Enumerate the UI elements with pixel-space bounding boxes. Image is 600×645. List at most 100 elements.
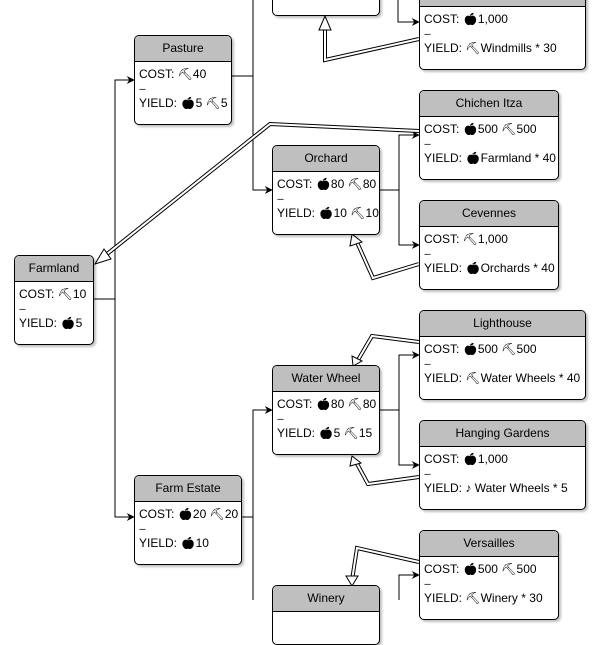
yield-line: YIELD: 🍎︎5: [19, 315, 83, 330]
yield-line: YIELD: 🍎︎5 ⛏5: [139, 95, 228, 110]
boost-lighthouse-waterwheel: [351, 333, 420, 367]
node-title: Orchard: [273, 146, 379, 172]
node-top-partial[interactable]: [272, 0, 380, 16]
separator: ---: [424, 578, 431, 589]
food-apple-icon: 🍎︎: [315, 397, 331, 411]
hammer-icon: ⛏: [343, 425, 359, 440]
boost-windmill-top: [318, 14, 420, 63]
separator: ---: [19, 303, 26, 314]
food-apple-icon: 🍎︎: [465, 150, 481, 165]
node-farm-estate[interactable]: Farm Estate COST: 🍎︎20 ⛏20 --- YIELD: 🍎︎…: [134, 475, 242, 565]
music-note-icon: ♪: [465, 480, 472, 495]
yield-line: YIELD: ⛏Winery * 30: [424, 590, 543, 605]
node-body: COST: 🍎︎500 ⛏500 --- YIELD: ⛏Water Wheel…: [420, 337, 585, 390]
cost-line: COST: 🍎︎500 ⛏500: [424, 342, 537, 356]
edge-orchard-cevennes: [398, 190, 420, 249]
node-cevennes[interactable]: Cevennes COST: ⛏1,000 --- YIELD: 🍎︎Orcha…: [419, 200, 559, 290]
node-title: Chichen Itza: [420, 91, 558, 117]
hammer-icon: ⛏: [465, 370, 481, 385]
separator: ---: [424, 28, 431, 39]
hammer-icon: ⛏: [501, 342, 517, 356]
node-winery[interactable]: Winery: [272, 585, 380, 645]
separator: ---: [277, 193, 284, 204]
cost-line: COST: ⛏1,000: [424, 232, 508, 246]
separator: ---: [139, 83, 146, 94]
edge-pasture-top: [232, 0, 254, 77]
cost-line: COST: 🍎︎500 ⛏500: [424, 122, 537, 136]
boost-versailles-winery: [345, 545, 420, 587]
node-versailles[interactable]: Versailles COST: 🍎︎500 ⛏500 --- YIELD: ⛏…: [419, 530, 559, 620]
boost-edges: [93, 14, 420, 587]
node-lighthouse[interactable]: Lighthouse COST: 🍎︎500 ⛏500 --- YIELD: ⛏…: [419, 310, 586, 400]
cost-line: COST: 🍎︎20 ⛏20: [139, 507, 239, 521]
food-apple-icon: 🍎︎: [180, 95, 196, 110]
node-windmill-wonder[interactable]: COST: 🍎︎1,000 --- YIELD: ⛏Windmills * 30: [419, 0, 586, 70]
cost-line: COST: 🍎︎80 ⛏80: [277, 397, 377, 411]
edge-waterwheel-lighthouse: [380, 351, 420, 411]
yield-line: YIELD: ⛏Water Wheels * 40: [424, 370, 581, 385]
cost-line: COST: ⛏40: [139, 67, 207, 81]
yield-line: YIELD: 🍎︎10: [139, 535, 209, 550]
node-body: COST: ⛏40 --- YIELD: 🍎︎5 ⛏5: [135, 62, 231, 115]
separator: ---: [139, 523, 146, 534]
node-body: COST: 🍎︎1,000 --- YIELD: ♪ Water Wheels …: [420, 447, 585, 500]
node-title: Pasture: [135, 36, 231, 62]
hammer-icon: ⛏: [350, 205, 366, 220]
node-water-wheel[interactable]: Water Wheel COST: 🍎︎80 ⛏80 --- YIELD: 🍎︎…: [272, 365, 380, 455]
node-body: COST: ⛏10 --- YIELD: 🍎︎5: [15, 282, 93, 335]
hammer-icon: ⛏: [465, 40, 481, 55]
edge-orchard-chichen: [380, 131, 420, 191]
edge-pasture-orchard: [252, 76, 273, 194]
connection-layer: [93, 0, 420, 600]
node-hanging-gardens[interactable]: Hanging Gardens COST: 🍎︎1,000 --- YIELD:…: [419, 420, 586, 510]
boost-chichen-farmland: [93, 121, 420, 265]
food-apple-icon: 🍎︎: [462, 12, 478, 26]
node-farmland[interactable]: Farmland COST: ⛏10 --- YIELD: 🍎︎5: [14, 255, 94, 345]
node-title: Winery: [273, 586, 379, 612]
hammer-icon: ⛏: [347, 177, 363, 191]
cost-line: COST: 🍎︎80 ⛏80: [277, 177, 377, 191]
separator: ---: [277, 413, 284, 424]
node-title: Lighthouse: [420, 311, 585, 337]
edge-farmland-pasture: [94, 76, 135, 300]
food-apple-icon: 🍎︎: [462, 342, 478, 356]
yield-line: YIELD: ⛏Windmills * 30: [424, 40, 557, 55]
food-apple-icon: 🍎︎: [462, 562, 478, 576]
cost-line: COST: 🍎︎1,000: [424, 452, 508, 466]
food-apple-icon: 🍎︎: [180, 535, 196, 550]
node-chichen-itza[interactable]: Chichen Itza COST: 🍎︎500 ⛏500 --- YIELD:…: [419, 90, 559, 180]
food-apple-icon: 🍎︎: [315, 177, 331, 191]
node-title: Hanging Gardens: [420, 421, 585, 447]
tree-edges: [94, 0, 420, 600]
edge-waterwheel-hanging: [398, 410, 420, 469]
edge-farmestate-waterwheel: [242, 406, 273, 518]
node-body: COST: ⛏1,000 --- YIELD: 🍎︎Orchards * 40: [420, 227, 558, 280]
boost-hanging-waterwheel: [349, 455, 420, 487]
node-body: COST: 🍎︎20 ⛏20 --- YIELD: 🍎︎10: [135, 502, 241, 555]
edge-farmland-farmestate: [114, 299, 135, 521]
separator: ---: [424, 248, 431, 259]
separator: ---: [424, 358, 431, 369]
cost-line: COST: ⛏10: [19, 287, 87, 301]
node-body: COST: 🍎︎500 ⛏500 --- YIELD: ⛏Winery * 30: [420, 557, 558, 610]
separator: ---: [424, 468, 431, 479]
hammer-icon: ⛏: [501, 562, 517, 576]
node-title: Farmland: [15, 256, 93, 282]
edge-top-windmill: [397, 0, 420, 26]
food-apple-icon: 🍎︎: [318, 425, 334, 440]
node-pasture[interactable]: Pasture COST: ⛏40 --- YIELD: 🍎︎5 ⛏5: [134, 35, 232, 125]
separator: ---: [424, 138, 431, 149]
yield-line: YIELD: 🍎︎5 ⛏15: [277, 425, 373, 440]
cost-line: COST: 🍎︎1,000: [424, 12, 508, 26]
hammer-icon: ⛏: [57, 287, 73, 301]
yield-line: YIELD: 🍎︎10 ⛏10: [277, 205, 379, 220]
yield-line: YIELD: 🍎︎Orchards * 40: [424, 260, 555, 275]
node-title: Cevennes: [420, 201, 558, 227]
node-orchard[interactable]: Orchard COST: 🍎︎80 ⛏80 --- YIELD: 🍎︎10 ⛏…: [272, 145, 380, 235]
cost-line: COST: 🍎︎500 ⛏500: [424, 562, 537, 576]
food-apple-icon: 🍎︎: [462, 452, 478, 466]
hammer-icon: ⛏: [209, 507, 225, 521]
hammer-icon: ⛏: [205, 95, 221, 110]
hammer-icon: ⛏: [347, 397, 363, 411]
node-title: Farm Estate: [135, 476, 241, 502]
